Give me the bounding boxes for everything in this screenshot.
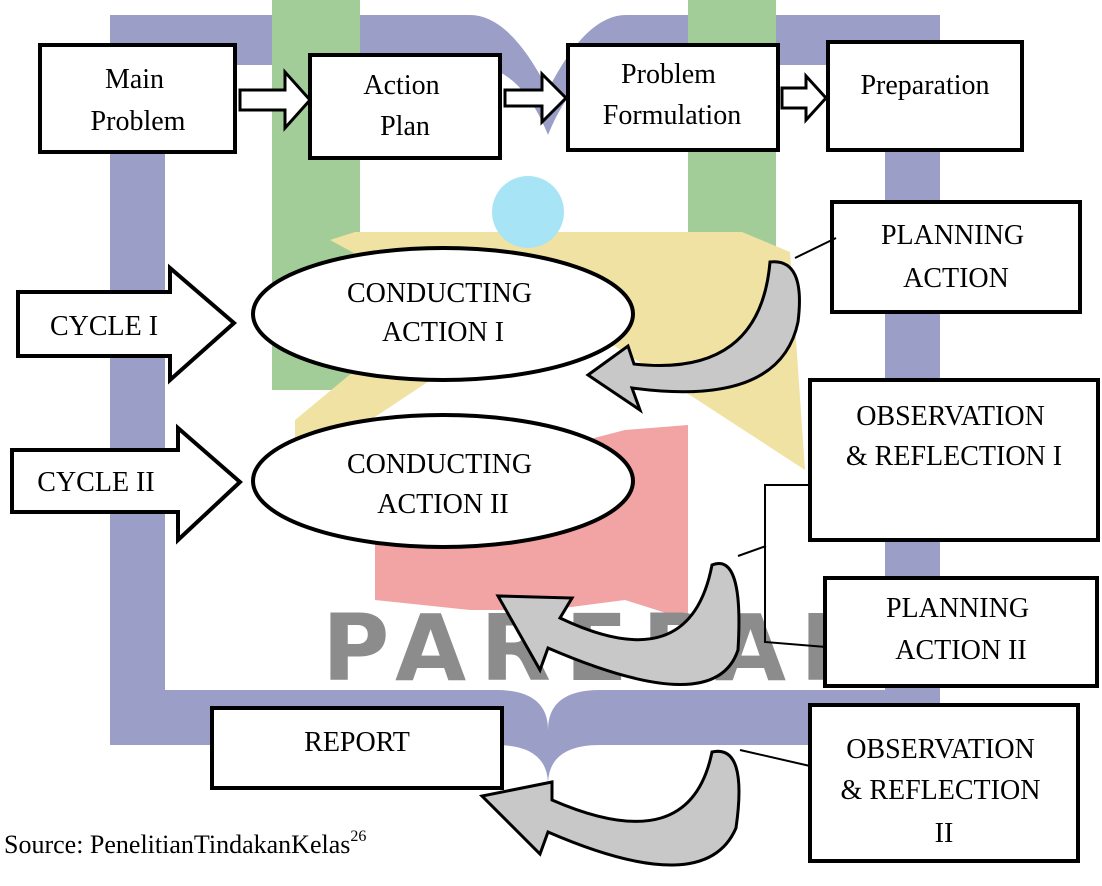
planning-action-box	[830, 200, 1082, 314]
main-problem-label: Main Problem	[91, 64, 186, 137]
source-ref: 26	[350, 828, 367, 846]
planning-action-2-label: PLANNING ACTION II	[886, 593, 1036, 666]
watermark-roof	[295, 232, 805, 470]
conducting-action-1-label: CONDUCTING ACTION I	[347, 278, 539, 348]
curved-arrow-icon	[495, 562, 741, 686]
arrow-right-icon	[780, 72, 829, 124]
observation-reflection-1-label: OBSERVATION & REFLECTION I	[846, 401, 1062, 472]
curved-arrows	[478, 237, 837, 867]
watermark-globe	[492, 176, 564, 248]
cycle-1-arrow	[16, 263, 238, 385]
action-plan-box	[308, 53, 502, 160]
observation-reflection-1-box	[808, 378, 1100, 542]
connector-line	[794, 237, 837, 259]
report-label: REPORT	[304, 727, 410, 758]
conducting-action-2	[251, 413, 635, 549]
preparation-label: Preparation	[860, 70, 989, 101]
action-plan-label: Action Plan	[363, 70, 446, 142]
connector-line	[739, 749, 811, 767]
report-box	[210, 706, 504, 790]
conducting-action-2-label: CONDUCTING ACTION II	[347, 449, 539, 520]
grouping-bracket	[764, 484, 827, 648]
observation-reflection-2-label: OBSERVATION & REFLECTION II	[841, 734, 1048, 849]
source-caption: Source: PenelitianTindakanKelas26	[4, 828, 367, 860]
curved-arrow-icon	[478, 749, 741, 867]
top-row: Main Problem Action Plan Problem Formula…	[38, 40, 1024, 160]
problem-formulation-box	[566, 43, 780, 152]
curved-arrow-icon	[585, 260, 801, 414]
side-boxes: PLANNING ACTION OBSERVATION & REFLECTION…	[764, 200, 1100, 863]
planning-action-label: PLANNING ACTION	[881, 220, 1031, 294]
arrow-right-icon	[503, 70, 569, 126]
arrow-right-icon	[238, 68, 313, 132]
cycle-1: CYCLE I CONDUCTING ACTION I	[16, 246, 635, 385]
cycle-2-label: CYCLE II	[37, 467, 154, 498]
observation-reflection-2-box	[808, 703, 1080, 863]
preparation-box	[826, 40, 1024, 152]
main-problem-box	[38, 43, 237, 154]
connector-line	[737, 545, 767, 557]
cycle-2: CYCLE II CONDUCTING ACTION II	[10, 413, 635, 549]
cycle-1-label: CYCLE I	[50, 311, 158, 342]
planning-action-2-box	[823, 576, 1099, 688]
cycle-2-arrow	[10, 423, 243, 545]
source-text: Source: PenelitianTindakanKelas	[4, 830, 351, 859]
conducting-action-1	[251, 246, 635, 382]
problem-formulation-label: Problem Formulation	[603, 59, 741, 131]
